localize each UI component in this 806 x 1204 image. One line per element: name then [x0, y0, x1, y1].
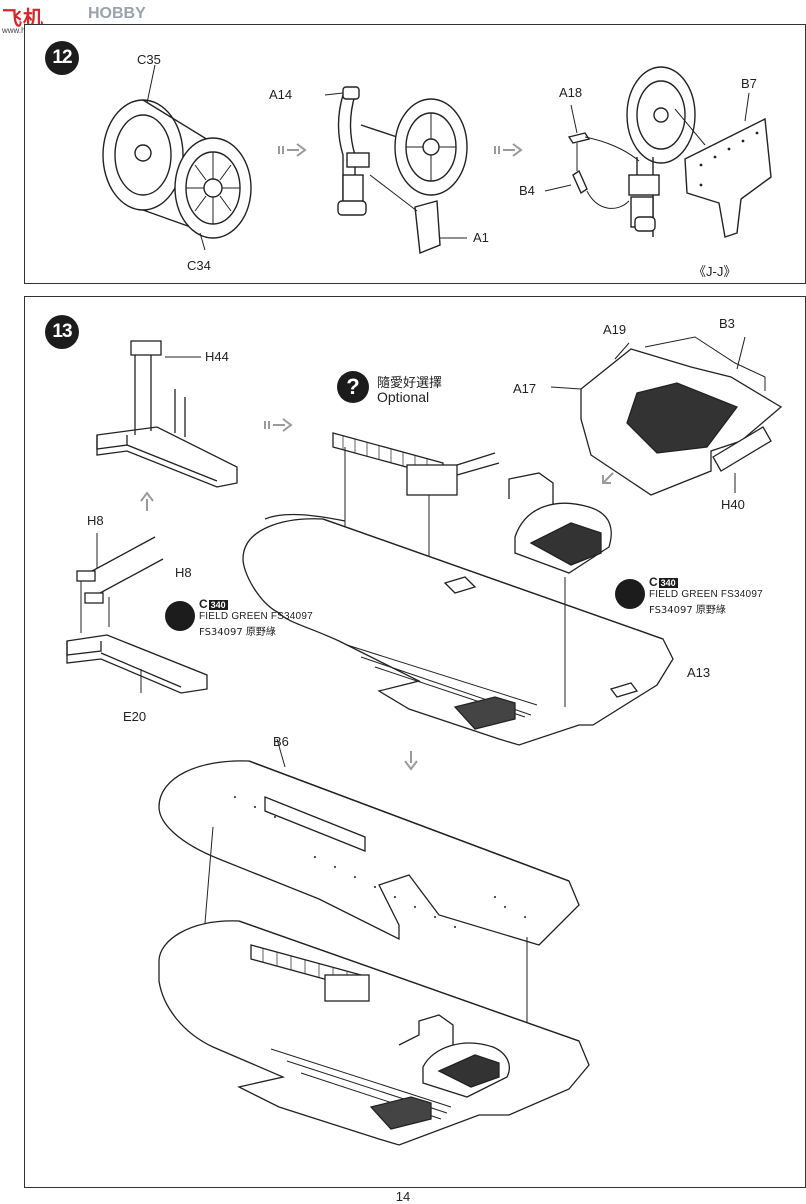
label-A13: A13 [687, 665, 711, 680]
part-h8-e20 [66, 533, 208, 694]
part-h44-gun-bay [96, 340, 238, 488]
paint-brush-icon [165, 601, 195, 631]
optional-note: ? 隨愛好選擇 Optional [337, 371, 487, 411]
wheel-c35-c34 [102, 64, 252, 251]
step-12-badge: 12 [45, 41, 79, 75]
step-12-drawing [102, 64, 772, 254]
label-H40: H40 [721, 497, 745, 512]
paint-code-badge: 340 [658, 578, 678, 588]
step-13-panel: 13 [24, 296, 806, 1188]
question-icon: ? [337, 371, 369, 403]
label-B3: B3 [719, 316, 735, 331]
label-A18: A18 [559, 85, 583, 100]
strut-a14-assembly [324, 86, 468, 254]
label-H8-upper: H8 [87, 513, 104, 528]
flow-arrows-12 [278, 143, 523, 157]
page-number: 14 [395, 1189, 411, 1204]
label-E20: E20 [123, 709, 147, 724]
paint-code-badge: 340 [208, 600, 228, 610]
paint-brush-icon [615, 579, 645, 609]
final-wing-assembly [158, 920, 590, 1146]
step-12-panel: 12 [24, 24, 806, 284]
part-a13-wing [242, 472, 674, 746]
optional-chinese: 隨愛好選擇 [377, 376, 443, 391]
label-B6: B6 [273, 734, 289, 749]
part-a19-b3-a17-h40 [550, 336, 783, 496]
part-b6-upper-wing [158, 738, 580, 1073]
label-A1: A1 [473, 230, 489, 245]
label-C35: C35 [137, 52, 161, 67]
part-optional-ammo-box [332, 432, 500, 589]
paint-name: FIELD GREEN FS34097 [649, 589, 763, 600]
paint-chinese: FS34097 原野綠 [199, 627, 276, 638]
label-B7: B7 [741, 76, 757, 91]
final-gear-assembly [544, 66, 772, 238]
step-13-drawing [66, 336, 783, 1146]
label-C34: C34 [187, 258, 211, 273]
label-A14: A14 [269, 87, 293, 102]
paint-name: FIELD GREEN FS34097 [199, 611, 313, 622]
flow-arrows-13 [140, 418, 614, 771]
label-H44: H44 [205, 349, 229, 364]
label-A17: A17 [513, 381, 537, 396]
paint-code-letter: C [199, 597, 208, 611]
label-H8-lower: H8 [175, 565, 192, 580]
optional-english: Optional [377, 389, 430, 405]
paint-chinese: FS34097 原野綠 [649, 605, 726, 616]
label-A19: A19 [603, 322, 627, 337]
paint-code-letter: C [649, 575, 658, 589]
step-13-badge: 13 [45, 315, 79, 349]
view-label-J-J: 《J-J》 [693, 264, 737, 279]
label-B4: B4 [519, 183, 535, 198]
